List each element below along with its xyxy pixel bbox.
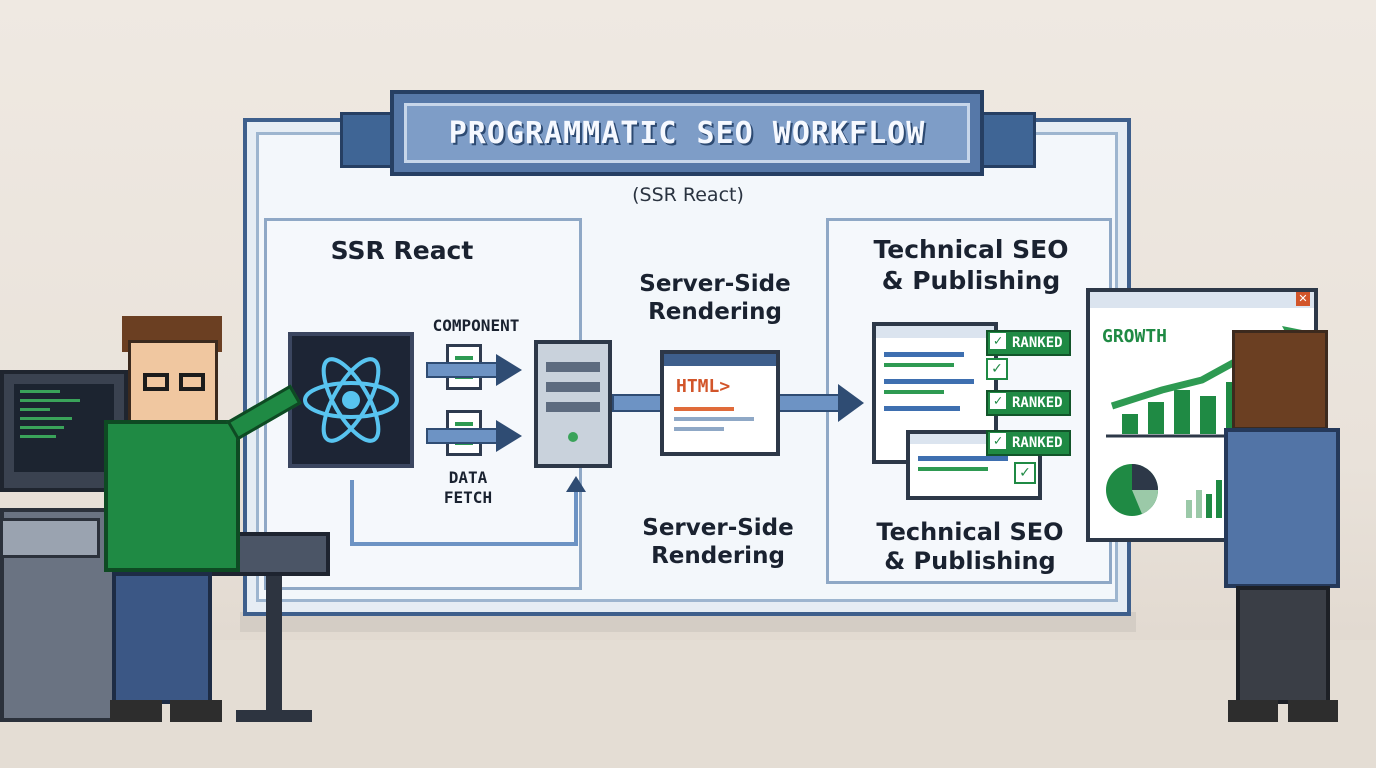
- checkmark-icon: ✓: [986, 358, 1008, 380]
- viewer-shoe-right: [1288, 700, 1338, 722]
- ranked-badge: ✓ RANKED: [986, 330, 1071, 356]
- board-shadow: [240, 612, 1136, 632]
- loop-arrow-head: [566, 476, 586, 492]
- developer-shoe-left: [110, 700, 162, 722]
- checkmark-icon: ✓: [990, 433, 1006, 449]
- loop-line-left: [350, 480, 354, 546]
- keyboard-left: [0, 518, 100, 558]
- technical-seo-top-title: Technical SEO & Publishing: [873, 235, 1069, 295]
- middle-top-label: Server-Side Rendering: [639, 271, 791, 325]
- ranked-badge: ✓ RANKED: [986, 430, 1071, 456]
- viewer-shoe-left: [1228, 700, 1278, 722]
- developer-hoodie: [104, 420, 240, 572]
- arrow-component: [426, 362, 498, 378]
- middle-bottom-label: Server-Side Rendering: [642, 515, 794, 569]
- growth-title: GROWTH: [1102, 326, 1168, 347]
- desk-leg: [266, 576, 282, 716]
- desk-foot: [236, 710, 312, 722]
- floor: [0, 640, 1376, 768]
- loop-line-bottom: [350, 542, 578, 546]
- ranked-label: RANKED: [1012, 435, 1063, 451]
- arrow-head-render: [838, 384, 864, 422]
- browser-icon: HTML>: [660, 350, 780, 456]
- viewer-pants: [1236, 586, 1330, 704]
- arrow-head-component: [496, 354, 522, 386]
- checkmark-icon: ✓: [1014, 462, 1036, 484]
- banner-title: PROGRAMMATIC SEO WORKFLOW: [404, 103, 970, 163]
- component-label: COMPONENT: [432, 316, 520, 335]
- viewer-head: [1232, 330, 1328, 430]
- developer-shoe-right: [170, 700, 222, 722]
- technical-seo-bottom-title: Technical SEO & Publishing: [876, 518, 1064, 575]
- arrow-data: [426, 428, 498, 444]
- data-label: DATA: [448, 468, 488, 487]
- react-atom-icon: [288, 332, 414, 468]
- section-ssr-react-title: SSR React: [330, 236, 474, 265]
- developer-face: [128, 340, 218, 424]
- server-icon: [534, 340, 612, 468]
- close-icon[interactable]: ✕: [1296, 292, 1310, 306]
- checkmark-icon: ✓: [990, 333, 1006, 349]
- arrow-head-data: [496, 420, 522, 452]
- ranked-label: RANKED: [1012, 395, 1063, 411]
- monitor: [0, 370, 128, 492]
- checkmark-icon: ✓: [990, 393, 1006, 409]
- ranked-label: RANKED: [1012, 335, 1063, 351]
- html-tag: HTML>: [676, 376, 731, 397]
- ranked-badge: ✓ RANKED: [986, 390, 1071, 416]
- fetch-label: FETCH: [443, 488, 493, 507]
- viewer-shirt: [1224, 428, 1340, 588]
- subtitle: (SSR React): [632, 184, 744, 206]
- loop-line-right: [574, 490, 578, 546]
- developer-jeans: [112, 572, 212, 704]
- pie-chart-icon: [1106, 464, 1158, 516]
